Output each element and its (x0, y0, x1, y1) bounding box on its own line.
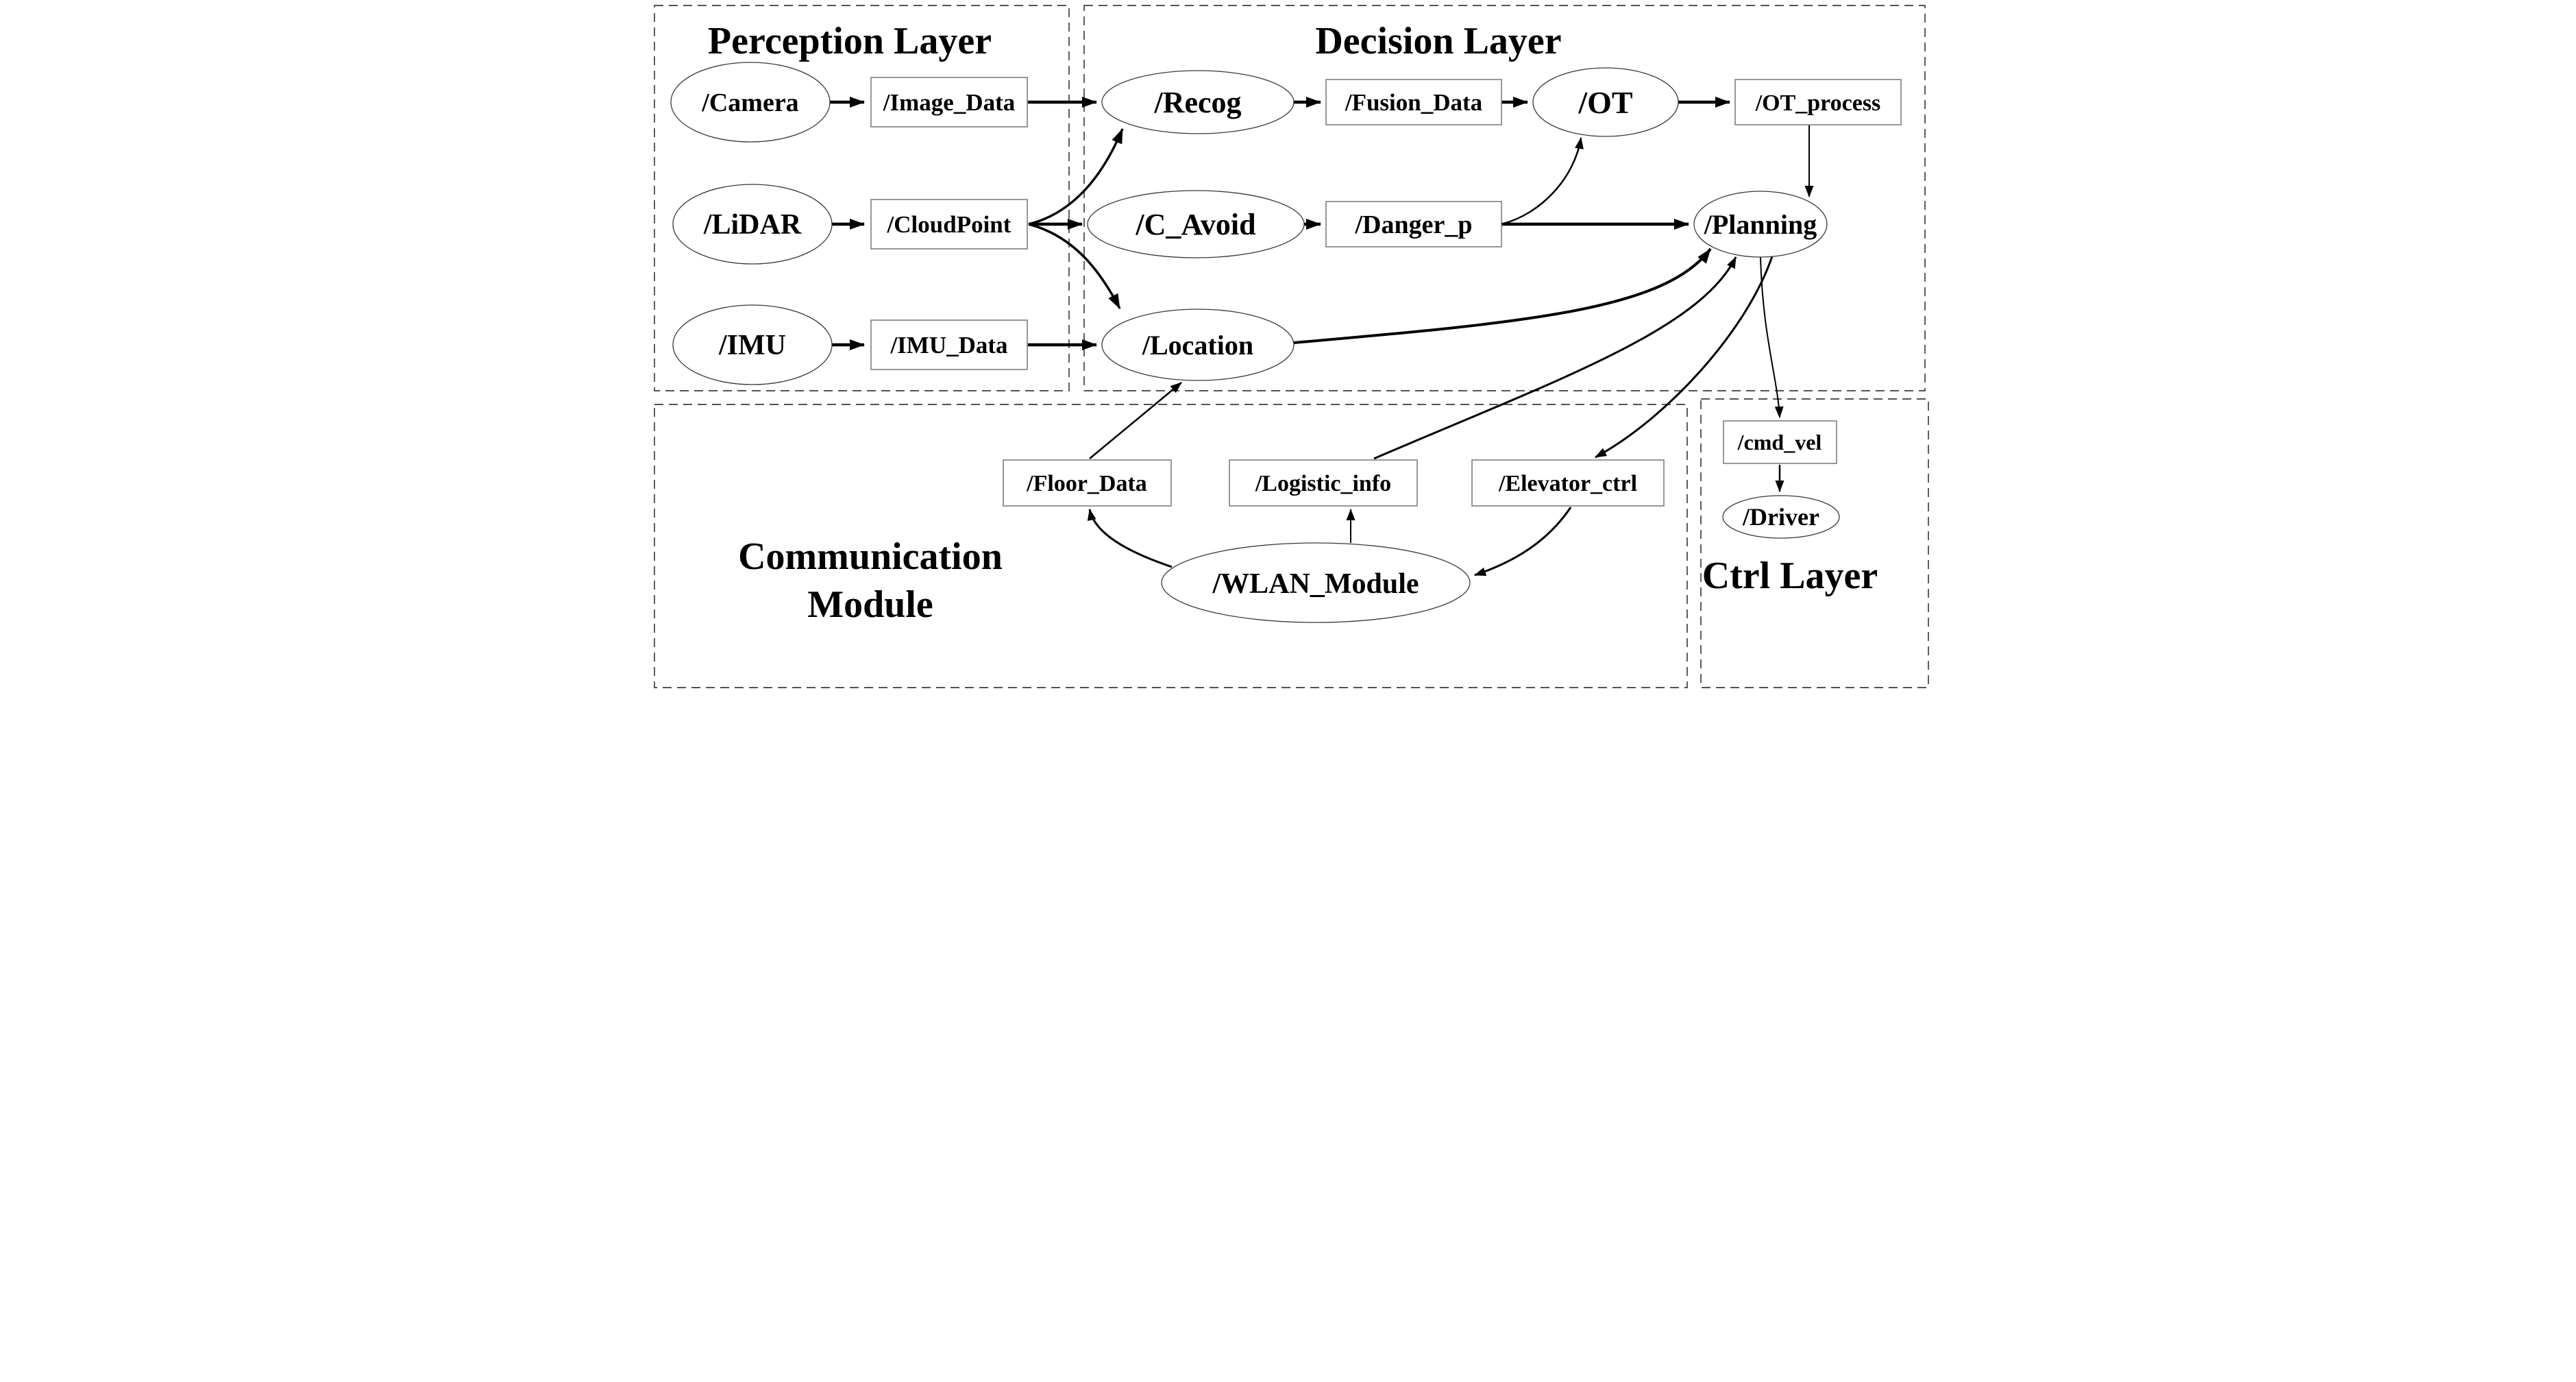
recog-node-ellipse (1101, 70, 1295, 134)
edge-planning-to-elevator-ctrl (1594, 256, 1773, 459)
node-floor-data: /Floor_Data (1002, 459, 1172, 507)
floor-data-topic-label: /Floor_Data (1026, 471, 1147, 496)
perception-layer-title: Perception Layer (707, 20, 991, 62)
diagram-stage: Perception Layer Decision Layer Communic… (643, 0, 1933, 691)
cloudpoint-topic-rect (870, 199, 1028, 250)
edge-danger-p-to-ot (1501, 137, 1584, 226)
logistic-info-topic-label: /Logistic_info (1254, 471, 1390, 496)
wlan-module-node-label: /WLAN_Module (1212, 568, 1419, 600)
ot-node-ellipse (1532, 67, 1679, 137)
node-logistic-info: /Logistic_info (1228, 459, 1418, 507)
danger-p-topic-rect (1325, 201, 1502, 247)
driver-node-label: /Driver (1742, 503, 1819, 531)
image-data-topic-label: /Image_Data (882, 89, 1014, 116)
fusion-data-topic-rect (1325, 79, 1502, 125)
node-wlan-module: /WLAN_Module (1160, 542, 1471, 623)
location-node-ellipse (1101, 308, 1295, 381)
perception-layer-box (653, 5, 1070, 391)
edge-wlan-module-to-floor-data (1087, 509, 1172, 568)
ot-process-topic-label: /OT_process (1754, 90, 1880, 116)
lidar-node-label: /LiDAR (702, 209, 801, 241)
communication-module-title-line1: Communication (738, 535, 1003, 578)
planning-node-label: /Planning (1703, 209, 1817, 240)
node-image-data: /Image_Data (870, 77, 1028, 128)
imu-data-topic-label: /IMU_Data (890, 332, 1007, 359)
driver-node-ellipse (1721, 495, 1840, 539)
location-node-label: /Location (1141, 330, 1253, 361)
node-cmd-vel: /cmd_vel (1722, 420, 1837, 464)
node-location: /Location (1101, 308, 1295, 381)
node-danger-p: /Danger_p (1325, 201, 1502, 247)
node-camera: /Camera (670, 62, 831, 143)
c-avoid-node-ellipse (1086, 190, 1305, 258)
node-lidar: /LiDAR (672, 184, 833, 265)
elevator-ctrl-topic-rect (1471, 459, 1665, 507)
node-driver: /Driver (1721, 495, 1840, 539)
communication-module-title-line2: Module (807, 583, 933, 626)
camera-node-ellipse (670, 62, 831, 143)
imu-data-topic-rect (870, 319, 1028, 370)
c-avoid-node-label: /C_Avoid (1135, 208, 1255, 241)
edge-logistic-info-to-planning (1373, 256, 1737, 460)
decision-layer-title: Decision Layer (1315, 20, 1561, 62)
fusion-data-topic-label: /Fusion_Data (1344, 89, 1482, 116)
cloudpoint-topic-label: /CloudPoint (886, 211, 1011, 238)
ot-process-topic-rect (1734, 79, 1902, 125)
node-imu: /IMU (672, 304, 833, 385)
node-c-avoid: /C_Avoid (1086, 190, 1305, 258)
node-ot-process: /OT_process (1734, 79, 1902, 125)
node-recog: /Recog (1101, 70, 1295, 134)
node-elevator-ctrl: /Elevator_ctrl (1471, 459, 1665, 507)
edge-elevator-ctrl-to-wlan-module (1473, 507, 1571, 577)
cmd-vel-topic-label: /cmd_vel (1737, 430, 1821, 454)
image-data-topic-rect (870, 77, 1028, 128)
node-planning: /Planning (1693, 191, 1828, 258)
communication-module-box (653, 404, 1688, 688)
edge-cloudpoint-to-recog (1028, 128, 1124, 226)
edge-location-to-planning (1293, 247, 1712, 344)
camera-node-label: /Camera (701, 88, 798, 117)
wlan-module-node-ellipse (1160, 542, 1471, 623)
edge-floor-data-to-location (1088, 382, 1182, 459)
danger-p-topic-label: /Danger_p (1354, 210, 1472, 239)
imu-node-ellipse (672, 304, 833, 385)
architecture-diagram: Perception Layer Decision Layer Communic… (643, 0, 1933, 691)
edge-cloudpoint-to-location (1028, 223, 1121, 309)
decision-layer-box (1083, 5, 1926, 391)
node-cloudpoint: /CloudPoint (870, 199, 1028, 250)
cmd-vel-topic-rect (1722, 420, 1837, 464)
imu-node-label: /IMU (718, 330, 786, 361)
floor-data-topic-rect (1002, 459, 1172, 507)
node-fusion-data: /Fusion_Data (1325, 79, 1502, 125)
elevator-ctrl-topic-label: /Elevator_ctrl (1497, 471, 1636, 496)
lidar-node-ellipse (672, 184, 833, 265)
recog-node-label: /Recog (1153, 86, 1241, 119)
logistic-info-topic-rect (1228, 459, 1418, 507)
node-imu-data: /IMU_Data (870, 319, 1028, 370)
node-ot: /OT (1532, 67, 1679, 137)
edge-planning-to-cmd-vel (1759, 256, 1784, 418)
ctrl-layer-title: Ctrl Layer (1702, 555, 1878, 597)
ot-node-label: /OT (1578, 85, 1632, 120)
planning-node-ellipse (1693, 191, 1828, 258)
